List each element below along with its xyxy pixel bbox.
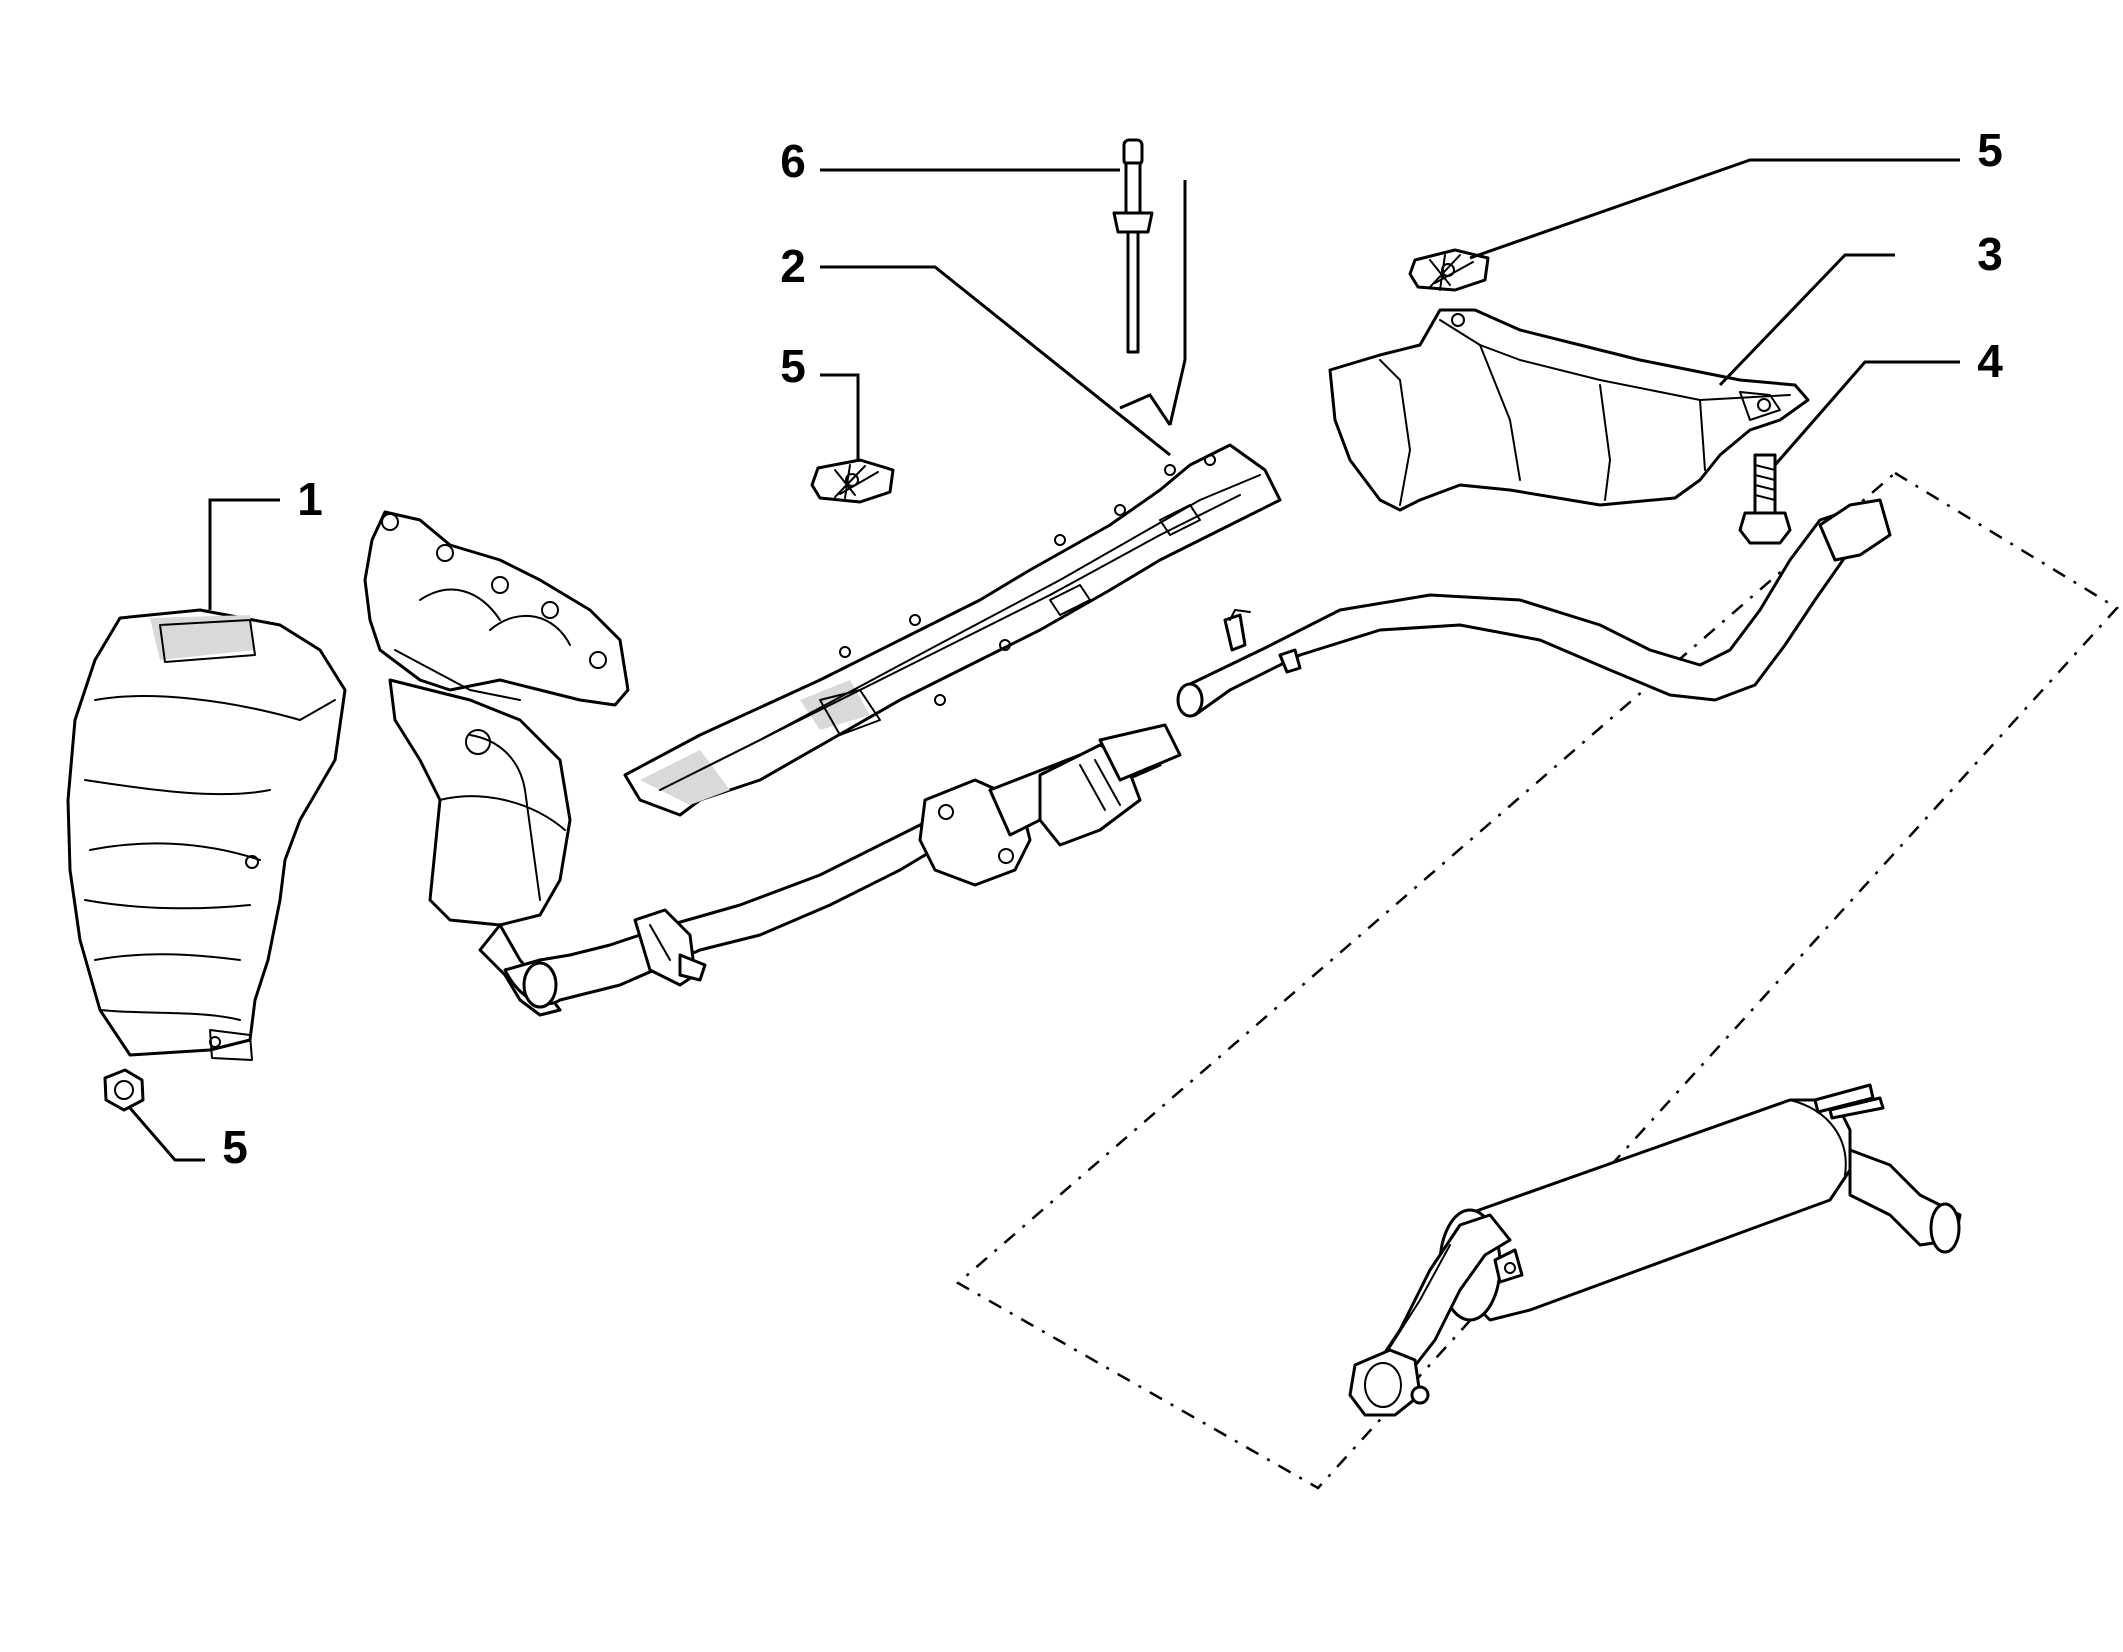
callout-4-leader [1773, 360, 1960, 466]
callout-5c-leader [128, 1107, 205, 1162]
mid-exhaust-pipe [1176, 498, 1892, 718]
callout-label-2: 2 [780, 240, 806, 292]
rivet-leader-line [1168, 180, 1187, 426]
manifold-heat-shield [66, 608, 347, 1061]
rivet-leader-line-2 [1119, 393, 1172, 426]
callout-label-5-clip-right: 5 [1977, 124, 2003, 176]
callout-label-1: 1 [297, 473, 323, 525]
nut [103, 1068, 145, 1112]
rear-heat-shield [1328, 308, 1810, 512]
callout-label-6: 6 [780, 135, 806, 187]
callout-label-3: 3 [1977, 228, 2003, 280]
callout-label-5-clip-left: 5 [780, 340, 806, 392]
speed-clip-right [1408, 248, 1490, 292]
callout-3-leader [1718, 253, 1895, 387]
callout-1-leader [208, 498, 280, 610]
callout-5b-leader [1469, 158, 1960, 260]
front-exhaust-pipe [503, 723, 1182, 1009]
exhaust-manifold-catalytic-converter [363, 510, 630, 1017]
underbody-heat-shield [623, 443, 1282, 817]
rear-section-dashed-outline [955, 471, 2119, 1490]
callout-label-5-nut: 5 [222, 1121, 248, 1173]
callout-label-4: 4 [1977, 335, 2003, 387]
speed-clip-left [810, 458, 895, 504]
callout-2-leader [820, 265, 1171, 457]
hex-bolt [1738, 453, 1792, 545]
rivet-pin [1112, 138, 1154, 354]
rear-muffler [1348, 1083, 1962, 1417]
callout-5a-leader [820, 373, 860, 462]
